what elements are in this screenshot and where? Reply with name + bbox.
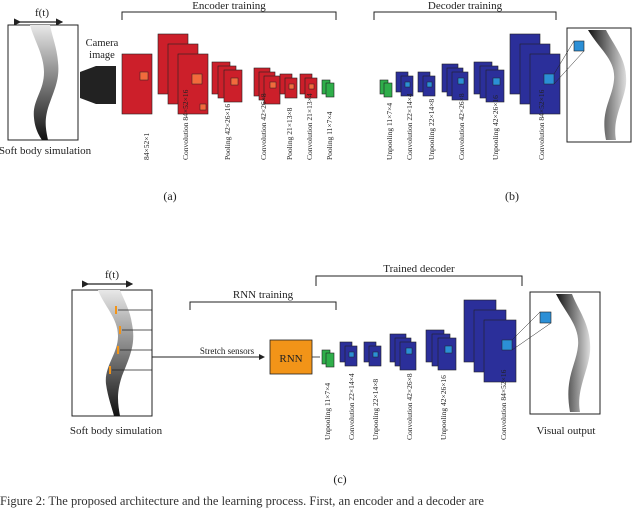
encoder-layer-conv1 [157, 33, 209, 115]
force-label-c: f(t) [105, 269, 119, 281]
decoder-c-layer-labels: Unpooling 11×7×4 Convolution 22×14×4 Unp… [323, 369, 508, 440]
panel-b: Decoder training [373, 0, 632, 203]
soft-body-icon-c [98, 290, 134, 416]
architecture-figure: f(t) Soft body simulation Camera image E… [0, 0, 632, 486]
decoder-blocks [379, 33, 561, 115]
decoder-layer-labels: Unpooling 11×7×4 Convolution 22×14×4 Unp… [385, 89, 546, 160]
decoder-blocks-c [321, 299, 517, 383]
panel-c-label: (c) [333, 472, 346, 486]
stretch-sensors-label: Stretch sensors [200, 346, 255, 356]
decoder-layer-conv2 [473, 61, 505, 103]
encoder-layer-pool1 [211, 61, 243, 103]
c-label-1: Convolution 22×14×4 [347, 373, 356, 440]
decoder-c-conv2 [425, 329, 457, 371]
encoder-layer-labels: 84×52×1 Convolution 84×52×16 Pooling 42×… [142, 89, 334, 160]
enc-label-0: 84×52×1 [142, 133, 151, 160]
decoder-layer-conv3 [509, 33, 561, 115]
panel-a: f(t) Soft body simulation Camera image E… [0, 0, 337, 203]
camera-label: Camera [86, 38, 119, 49]
dec-label-3: Convolution 42×26×8 [457, 93, 466, 160]
visual-output-label: Visual output [537, 425, 596, 437]
enc-label-1: Convolution 84×52×16 [181, 89, 190, 160]
decoder-c-unpool2 [389, 333, 417, 371]
encoder-layer-conv3 [299, 73, 318, 99]
sim-label: Soft body simulation [0, 145, 92, 157]
panel-a-label: (a) [163, 189, 176, 203]
enc-label-5: Convolution 21×13×4 [305, 93, 314, 160]
camera-icon [80, 66, 116, 104]
c-label-2: Unpooling 22×14×8 [371, 379, 380, 440]
decoder-c-unpool1 [339, 341, 358, 367]
kernel-icon [139, 71, 149, 81]
decoder-title: Decoder training [428, 0, 503, 12]
sensor-wires [112, 309, 153, 371]
encoder-bracket [121, 11, 337, 20]
panel-c: f(t) Soft body simulation Stretch sensor… [70, 263, 601, 486]
decoder-c-conv1 [363, 341, 382, 367]
enc-label-3: Convolution 42×26×8 [259, 93, 268, 160]
rnn-training-title: RNN training [233, 289, 294, 301]
encoder-layer-input [121, 53, 153, 115]
dec-label-4: Unpooling 42×26×16 [491, 95, 500, 160]
sim-label-c: Soft body simulation [70, 425, 163, 437]
rnn-label: RNN [279, 353, 302, 365]
dec-label-5: Convolution 84×52×16 [537, 89, 546, 160]
soft-body-icon [30, 25, 59, 140]
c-label-0: Unpooling 11×7×4 [323, 383, 332, 440]
encoder-blocks [121, 33, 335, 115]
visual-output-body-icon [556, 294, 591, 412]
encoder-layer-conv2 [253, 67, 281, 105]
encoder-layer-pool2 [279, 73, 298, 99]
c-label-5: Convolution 84×52×16 [499, 369, 508, 440]
c-label-3: Convolution 42×26×8 [405, 373, 414, 440]
force-label: f(t) [35, 7, 49, 19]
camera-label-2: image [89, 50, 115, 61]
rnn-bracket [189, 301, 337, 310]
panel-b-label: (b) [505, 189, 519, 203]
encoder-layer-bottleneck [321, 79, 335, 98]
trained-decoder-bracket [315, 275, 523, 286]
decoder-layer-unpool2 [441, 63, 469, 101]
decoder-bracket [373, 11, 557, 20]
dec-label-1: Convolution 22×14×4 [405, 93, 414, 160]
decoder-layer-unpool1 [395, 71, 414, 97]
decoder-layer-conv1 [417, 71, 436, 97]
figure-caption: Figure 2: The proposed architecture and … [0, 494, 484, 508]
dec-label-2: Unpooling 22×14×8 [427, 99, 436, 160]
output-body-icon [588, 30, 627, 140]
decoder-bottleneck-c [321, 349, 335, 368]
decoder-c-conv3 [463, 299, 517, 383]
enc-label-2: Pooling 42×26×16 [223, 104, 232, 160]
enc-label-6: Pooling 11×7×4 [325, 111, 334, 160]
dec-label-0: Unpooling 11×7×4 [385, 103, 394, 160]
decoder-bottleneck [379, 79, 393, 98]
output-pixel-icon-c [539, 311, 552, 324]
trained-decoder-title: Trained decoder [383, 263, 455, 275]
encoder-title: Encoder training [192, 0, 266, 12]
stretch-sensor-markers [109, 306, 121, 374]
c-label-4: Unpooling 42×26×16 [439, 375, 448, 440]
output-pixel-icon [573, 40, 585, 52]
enc-label-4: Pooling 21×13×8 [285, 107, 294, 160]
